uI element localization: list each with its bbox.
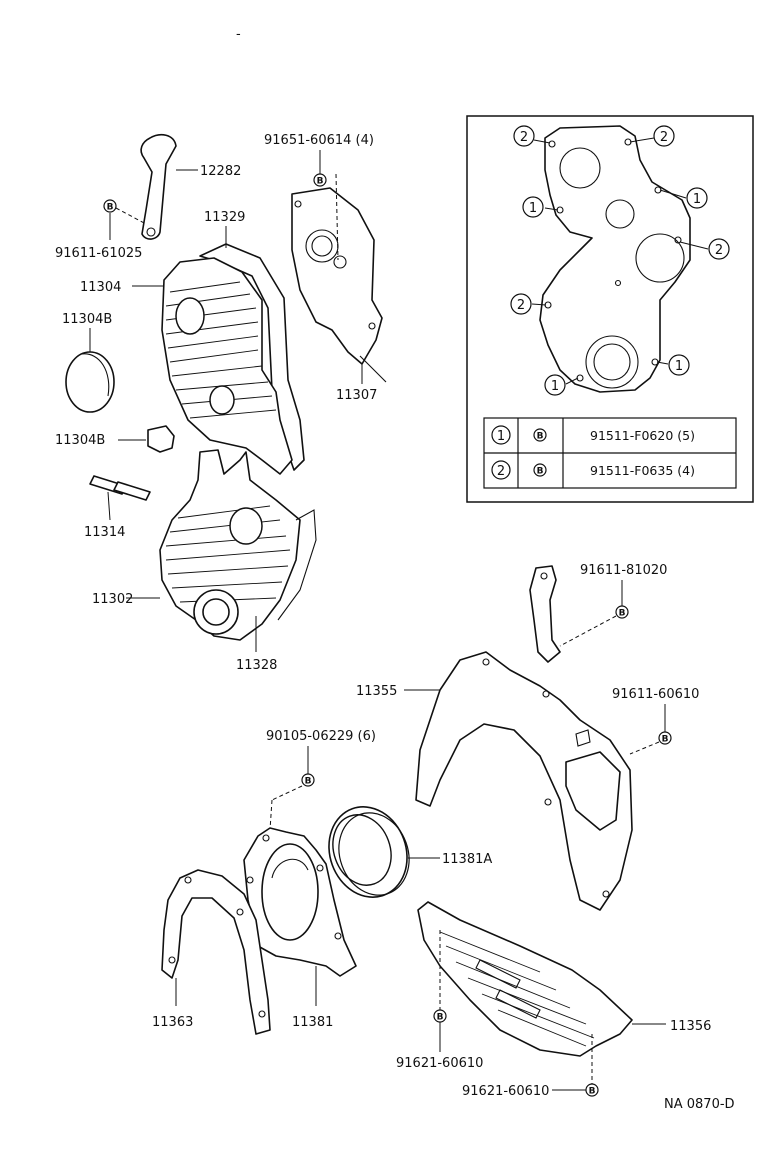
callout-1: 1 [522,196,544,218]
inset-upper-hole [559,147,601,189]
callout-2: 2 [510,293,532,315]
plate-11307: 11307 [291,187,387,403]
table-row-mark: B [537,467,544,477]
top-mark: - [236,27,241,42]
bolt-location-inset: 2 2 1 1 2 2 1 1 1 B 91511-F0620 (5) [466,115,754,503]
callout-1: 1 [668,354,690,376]
svg-text:B: B [437,1013,444,1023]
label-11304b-large: 11304B [62,312,112,327]
hook-12282: 12282 [140,133,241,240]
svg-text:2: 2 [660,130,668,145]
table-row-mark: B [537,432,544,442]
bolt-90105-06229: 90105-06229 (6) B [266,729,376,831]
label-90105-06229: 90105-06229 (6) [266,729,376,744]
svg-text:2: 2 [517,298,525,313]
plug-11304b-small: 11304B [55,425,175,453]
label-11363: 11363 [152,1015,193,1030]
callout-2: 2 [653,125,675,147]
svg-text:B: B [305,777,312,787]
svg-text:1: 1 [529,201,537,216]
label-11307: 11307 [336,388,377,403]
svg-text:2: 2 [715,243,723,258]
svg-text:B: B [589,1087,596,1097]
diagram-code: NA 0870-D [664,1097,735,1112]
svg-text:B: B [107,203,114,213]
label-91651-60614: 91651-60614 (4) [264,133,374,148]
plug-11304b-large: 11304B [62,312,115,413]
cover-11356: 11356 [417,901,711,1057]
table-row-num: 1 [497,429,505,444]
callout-1: 1 [686,187,708,209]
part-11328: 11328 [236,616,277,673]
table-row: 2 B 91511-F0635 (4) [491,460,695,480]
lower-cover-11302: 11302 [92,449,317,641]
upper-cover-11304: 11304 [80,257,293,475]
table-row-part: 91511-F0635 (4) [590,463,695,478]
callout-2: 2 [708,238,730,260]
inset-dot [614,279,622,287]
callout-2: 2 [513,125,535,147]
bolt-91651-60614: 91651-60614 (4) B [264,133,374,261]
inset-frame [466,115,754,503]
inset-cover-outline [539,125,691,393]
gasket-11363: 11363 [152,869,271,1035]
label-11355: 11355 [356,684,397,699]
inset-small-hole [605,199,635,229]
svg-text:B: B [317,177,324,187]
pins-11314: 11314 [84,475,151,540]
bolt-91621-60610-b: 91621-60610 B [462,1034,599,1099]
pan-cover-hatching [439,931,595,1047]
cover-hatching [165,281,277,419]
svg-text:1: 1 [675,359,683,374]
label-11329: 11329 [204,210,245,225]
label-11304: 11304 [80,280,121,295]
table-row-part: 91511-F0620 (5) [590,428,695,443]
svg-text:B: B [619,609,626,619]
bolt-table: 1 B 91511-F0620 (5) 2 B 91511-F0635 (4) [483,417,737,489]
label-91611-61025: 91611-61025 [55,246,142,261]
oil-seal-11381a: 11381A [328,806,492,898]
inset-lower-ring [585,335,639,389]
label-11314: 11314 [84,525,125,540]
svg-text:1: 1 [693,192,701,207]
label-11381: 11381 [292,1015,333,1030]
svg-text:1: 1 [551,379,559,394]
table-row: 1 B 91511-F0620 (5) [491,425,695,445]
label-91621-60610-b: 91621-60610 [462,1084,549,1099]
label-11381a: 11381A [442,852,492,867]
inset-callout-leaders [531,137,709,385]
bolt-91611-61025: B 91611-61025 [55,199,147,261]
end-plate-11355: 11355 [356,651,633,911]
table-row-num: 2 [497,464,505,479]
label-11302: 11302 [92,592,133,607]
inset-lower-hole [593,343,631,381]
seal-retainer-11381: 11381 [243,827,357,1030]
bolt-91611-60610: 91611-60610 B [612,687,699,755]
label-11328: 11328 [236,658,277,673]
callout-1: 1 [544,374,566,396]
bolt-91621-60610-a: B 91621-60610 [396,930,483,1071]
inset-callouts: 2 2 1 1 2 2 1 1 [510,125,730,396]
label-91611-60610: 91611-60610 [612,687,699,702]
label-11304b-small: 11304B [55,433,105,448]
label-91611-81020: 91611-81020 [580,563,667,578]
label-12282: 12282 [200,164,241,179]
svg-text:B: B [662,735,669,745]
inset-mid-hole [635,233,685,283]
bracket-91611-81020: 91611-81020 B [529,563,667,663]
svg-text:2: 2 [520,130,528,145]
label-91621-60610-a: 91621-60610 [396,1056,483,1071]
label-11356: 11356 [670,1019,711,1034]
